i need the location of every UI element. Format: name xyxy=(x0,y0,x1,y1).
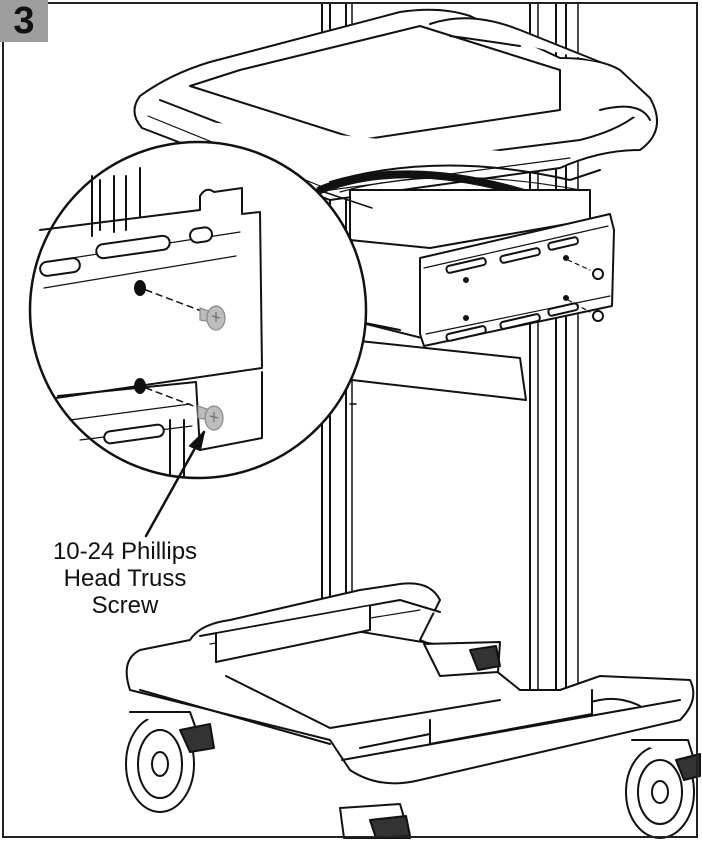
screw-callout-label: 10-24 Phillips Head Truss Screw xyxy=(20,538,230,619)
callout-leader-line xyxy=(144,430,206,538)
step-number-badge: 3 xyxy=(0,0,48,42)
caster-front-right xyxy=(625,739,701,839)
callout-arrowhead xyxy=(189,431,205,451)
caster-rear-right xyxy=(423,641,501,677)
caster-front-left xyxy=(125,711,215,813)
mounting-plate xyxy=(419,213,615,347)
lower-bracket xyxy=(349,339,527,401)
top-work-surface xyxy=(133,8,658,201)
truss-screw-lower xyxy=(197,405,224,431)
detail-magnifier xyxy=(28,140,373,480)
cart-base xyxy=(125,582,695,785)
truss-screw-upper xyxy=(199,305,226,331)
callout-line-3: Screw xyxy=(91,592,159,619)
callout-line-2: Head Truss xyxy=(63,565,187,592)
mounting-bracket-box xyxy=(349,189,591,341)
callout-line-1: 10-24 Phillips xyxy=(52,538,198,565)
